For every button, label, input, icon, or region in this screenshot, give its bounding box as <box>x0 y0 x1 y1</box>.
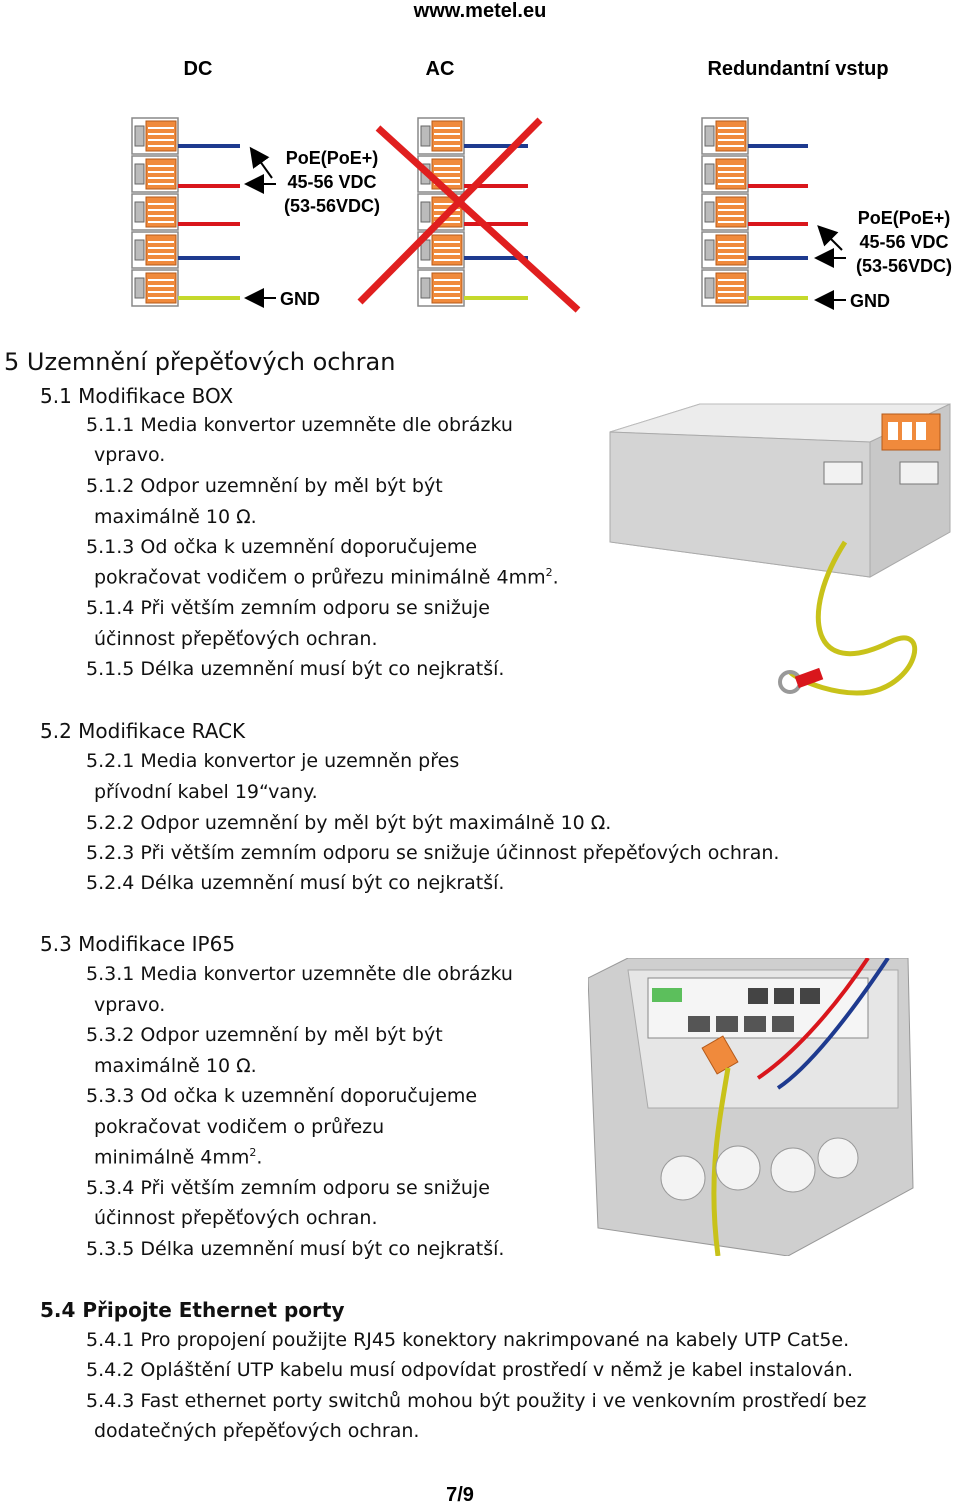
dc-terminal-block <box>131 117 179 307</box>
item-5-3-1: 5.3.1 Media konvertor uzemněte dle obráz… <box>86 963 513 985</box>
item-5-2-1-cont: přívodní kabel 19“vany. <box>94 781 318 803</box>
col-title-dc: DC <box>183 58 213 80</box>
redundant-poe-line-2: 45-56 VDC <box>859 232 949 252</box>
item-5-1-2: 5.1.2 Odpor uzemnění by měl být být <box>86 475 443 497</box>
redundant-poe-line-3: (53-56VDC) <box>855 256 953 276</box>
header-url: www.metel.eu <box>413 0 547 22</box>
item-5-3-3-sup: 2 <box>249 1146 257 1159</box>
item-5-2-3: 5.2.3 Při větším zemním odporu se snižuj… <box>86 842 780 864</box>
dc-arrows <box>244 146 276 308</box>
item-5-3-5: 5.3.5 Délka uzemnění musí být co nejkrat… <box>86 1238 505 1260</box>
item-5-3-3-end: . <box>256 1146 263 1169</box>
item-5-1-5: 5.1.5 Délka uzemnění musí být co nejkrat… <box>86 658 505 680</box>
dc-poe-label: PoE(PoE+) 45-56 VDC (53-56VDC) <box>270 146 394 218</box>
item-5-3-2: 5.3.2 Odpor uzemnění by měl být být <box>86 1024 443 1046</box>
item-5-1-4: 5.1.4 Při větším zemním odporu se snižuj… <box>86 597 490 619</box>
redundant-terminal-block <box>701 117 749 307</box>
section-5-2-title: 5.2 Modifikace RACK <box>40 719 246 743</box>
item-5-3-3-cont: pokračovat vodičem o průřezu <box>94 1116 385 1138</box>
section-5-1-title: 5.1 Modifikace BOX <box>40 384 234 408</box>
item-5-4-3-cont: dodatečných přepěťových ochran. <box>94 1420 420 1442</box>
dc-gnd-label: GND <box>280 289 320 309</box>
col-title-redundant: Redundantní vstup <box>707 58 889 80</box>
item-5-1-3-sup: 2 <box>545 566 553 579</box>
redundant-gnd-label: GND <box>850 291 890 311</box>
redundant-poe-line-1: PoE(PoE+) <box>857 208 951 228</box>
redundant-wires <box>748 144 808 300</box>
dc-wires <box>178 144 240 300</box>
redundant-arrows <box>814 225 846 310</box>
dc-poe-line-2: 45-56 VDC <box>287 172 377 192</box>
col-title-ac: AC <box>425 58 455 80</box>
item-5-4-3: 5.4.3 Fast ethernet porty switchů mohou … <box>86 1390 867 1412</box>
item-5-1-3-text: pokračovat vodičem o průřezu minimálně 4… <box>94 566 546 589</box>
item-5-3-4-cont: účinnost přepěťových ochran. <box>94 1207 378 1229</box>
section-5-4-title: 5.4 Připojte Ethernet porty <box>40 1298 345 1322</box>
page-number: 7/9 <box>446 1484 474 1506</box>
ip65-enclosure-photo <box>588 958 914 1256</box>
item-5-3-1-cont: vpravo. <box>94 994 166 1016</box>
redundant-poe-label: PoE(PoE+) 45-56 VDC (53-56VDC) <box>846 206 960 278</box>
item-5-1-3-cont: pokračovat vodičem o průřezu minimálně 4… <box>94 566 559 588</box>
item-5-1-1-cont: vpravo. <box>94 444 166 466</box>
item-5-4-2: 5.4.2 Opláštění UTP kabelu musí odpovída… <box>86 1359 854 1381</box>
item-5-1-3: 5.1.3 Od očka k uzemnění doporučujeme <box>86 536 478 558</box>
item-5-3-3-text: minimálně 4mm <box>94 1146 250 1169</box>
dc-poe-line-3: (53-56VDC) <box>283 196 381 216</box>
item-5-4-1: 5.4.1 Pro propojení použijte RJ45 konekt… <box>86 1329 850 1351</box>
item-5-2-4: 5.2.4 Délka uzemnění musí být co nejkrat… <box>86 872 505 894</box>
ac-terminal-block <box>417 117 465 307</box>
item-5-2-1: 5.2.1 Media konvertor je uzemněn přes <box>86 750 460 772</box>
dc-poe-line-1: PoE(PoE+) <box>285 148 379 168</box>
item-5-3-4: 5.3.4 Při větším zemním odporu se snižuj… <box>86 1177 490 1199</box>
item-5-3-2-cont: maximálně 10 Ω. <box>94 1055 257 1077</box>
section-5-3-title: 5.3 Modifikace IP65 <box>40 932 236 956</box>
item-5-2-2: 5.2.2 Odpor uzemnění by měl být být maxi… <box>86 812 612 834</box>
ac-cross-mark <box>357 117 581 313</box>
item-5-1-3-end: . <box>552 566 559 589</box>
item-5-3-3: 5.3.3 Od očka k uzemnění doporučujeme <box>86 1085 478 1107</box>
box-converter-photo <box>609 403 951 696</box>
item-5-1-1: 5.1.1 Media konvertor uzemněte dle obráz… <box>86 414 513 436</box>
section-5-title: 5 Uzemnění přepěťových ochran <box>4 348 396 376</box>
wiring-diagram <box>131 117 846 313</box>
item-5-3-3-cont2: minimálně 4mm2. <box>94 1146 262 1168</box>
item-5-1-2-cont: maximálně 10 Ω. <box>94 506 257 528</box>
item-5-1-4-cont: účinnost přepěťových ochran. <box>94 628 378 650</box>
